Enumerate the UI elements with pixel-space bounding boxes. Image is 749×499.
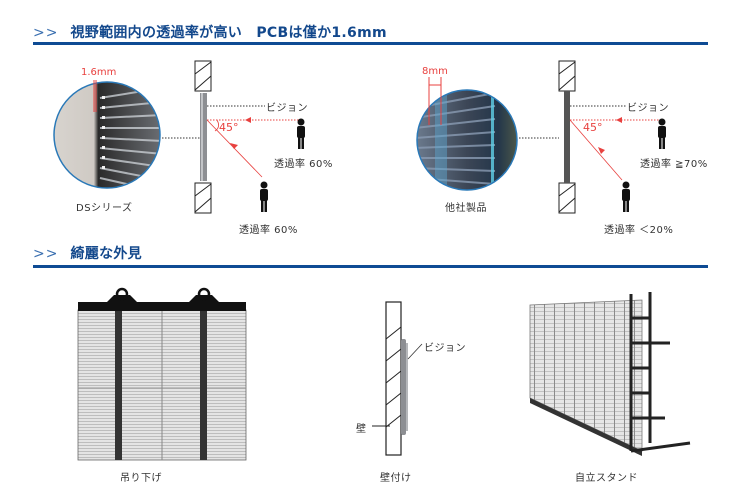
section-divider: [33, 265, 708, 268]
viewer-front-icon: [297, 118, 305, 149]
viewer-front-icon: [658, 118, 666, 149]
connector-line: [519, 137, 559, 139]
connector-line: [162, 137, 202, 139]
competitor-thickness-marker: [428, 77, 442, 125]
competitor-vision-label: ビジョン: [627, 103, 669, 114]
wall-mount-label: 壁付け: [380, 473, 412, 484]
wall-mount-installation-image: [372, 301, 423, 456]
hanging-installation-image: [77, 287, 247, 461]
competitor-thickness-label: 8mm: [422, 66, 448, 77]
ds-angled-transmittance: 透過率 60%: [239, 225, 298, 236]
ds-thickness-label: 1.6mm: [81, 67, 117, 78]
section-arrows: >>: [33, 246, 59, 262]
freestanding-label: 自立スタンド: [575, 473, 638, 484]
competitor-sightline-diagram: [569, 105, 660, 181]
viewer-angled-icon: [260, 181, 268, 212]
competitor-closeup-photo: [416, 89, 518, 191]
ds-vision-label: ビジョン: [266, 103, 308, 114]
viewer-angled-icon: [622, 181, 630, 212]
competitor-wall-section: [558, 60, 576, 214]
ds-front-transmittance: 透過率 60%: [274, 159, 333, 170]
section-heading: 綺麗な外見: [70, 246, 142, 262]
wall-vision-label: ビジョン: [424, 343, 466, 354]
competitor-angled-transmittance: 透過率 ＜20%: [604, 225, 674, 236]
ds-wall-section: [194, 60, 212, 214]
section-divider: [33, 42, 708, 45]
hanging-label: 吊り下げ: [120, 473, 162, 484]
section-arrows: >>: [33, 25, 59, 41]
ds-sightline-diagram: [206, 105, 302, 178]
ds-series-closeup-photo: [53, 80, 161, 189]
competitor-angle-label: 45°: [583, 121, 603, 134]
competitor-front-transmittance: 透過率 ≧70%: [640, 159, 708, 170]
wall-part-label: 壁: [356, 424, 367, 435]
freestanding-installation-image: [529, 292, 691, 456]
competitor-label: 他社製品: [445, 203, 487, 214]
section-title-transmittance: >> 視野範囲内の透過率が高い PCBは僅か1.6mm: [33, 22, 387, 42]
ds-angle-label: 45°: [219, 121, 239, 134]
ds-series-label: DSシリーズ: [76, 203, 133, 214]
section-heading: 視野範囲内の透過率が高い PCBは僅か1.6mm: [70, 25, 387, 41]
section-title-appearance: >> 綺麗な外見: [33, 243, 142, 263]
